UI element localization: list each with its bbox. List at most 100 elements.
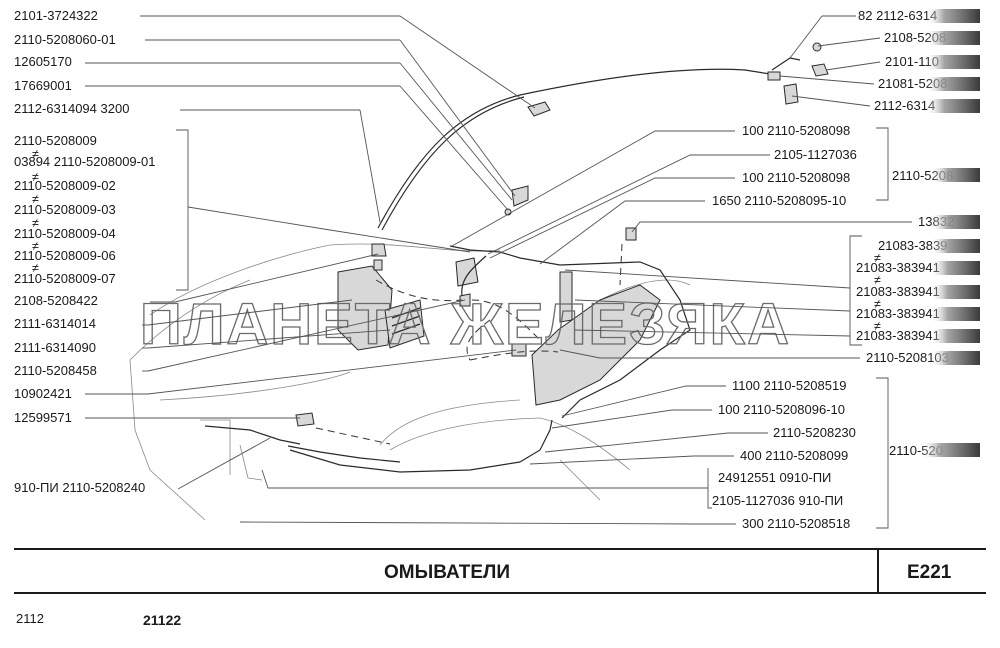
left-label-12: 2108-5208422 bbox=[14, 293, 98, 308]
bottom-hose-mid bbox=[287, 445, 401, 463]
far-right-bracket bbox=[849, 235, 862, 346]
interchange-mark: ≠ bbox=[32, 170, 39, 184]
bottom-right-label-0: 1100 2110-5208519 bbox=[732, 378, 846, 393]
far-right-callouts: 1383221083-383921083-38394121083-3839412… bbox=[559, 214, 980, 365]
roof-hose bbox=[377, 68, 771, 229]
mid-right-leader-3 bbox=[539, 200, 705, 265]
bottom-right-label-1: 100 2110-5208096-10 bbox=[718, 402, 845, 417]
left-label-10: 2110-5208009-06 bbox=[14, 248, 116, 263]
leader-16 bbox=[147, 349, 517, 395]
bottom-right-leader-group bbox=[261, 469, 708, 489]
mid-right-bracket bbox=[876, 127, 889, 201]
leader-4 bbox=[359, 109, 381, 223]
car-body-outline bbox=[129, 243, 691, 521]
nut bbox=[811, 63, 829, 77]
crop-fade bbox=[925, 77, 980, 91]
mid-right-label-2: 100 2110-5208098 bbox=[742, 170, 850, 185]
interchange-mark: ≠ bbox=[32, 192, 39, 206]
crop-fade bbox=[930, 215, 980, 229]
top-right-callouts: 82 2112-63142108-52082101-11021081-52082… bbox=[779, 8, 980, 113]
left-label-8: 2110-5208009-03 bbox=[14, 202, 116, 217]
rear-nozzle bbox=[527, 101, 551, 117]
headlamp-nozzle bbox=[295, 412, 315, 427]
leader-12 bbox=[174, 253, 379, 303]
interchange-mark: ≠ bbox=[32, 216, 39, 230]
leader-2 bbox=[399, 62, 513, 201]
far-right-leader-bottom bbox=[559, 349, 860, 359]
left-label-5: 2110-5208009 bbox=[14, 133, 97, 148]
leader-15 bbox=[147, 299, 466, 372]
crop-fade-bottom bbox=[920, 443, 980, 457]
left-label-13: 2111-6314014 bbox=[14, 316, 96, 331]
far-right-leader-1 bbox=[574, 299, 851, 312]
bottom-right-leader-6 bbox=[239, 521, 736, 525]
far-right-leader-0 bbox=[564, 269, 851, 289]
left-label-1: 2110-5208060-01 bbox=[14, 32, 116, 47]
bottom-right-label-6: 300 2110-5208518 bbox=[742, 516, 850, 531]
interchange-mark: ≠ bbox=[874, 319, 881, 333]
interchange-mark: ≠ bbox=[32, 147, 39, 161]
filler-neck bbox=[559, 271, 573, 323]
bottom-right-callouts: 1100 2110-5208519 100 2110-5208096-10 2110… bbox=[239, 378, 856, 531]
rear-washer-hose bbox=[449, 245, 691, 419]
left-label-6: 03894 2110-5208009-01 bbox=[14, 154, 155, 169]
left-label-16: 10902421 bbox=[14, 386, 72, 401]
watermark: ПЛАНЕТА ЖЕЛЕЗЯКА bbox=[140, 292, 791, 357]
top-right-label-0: 82 2112-6314 bbox=[858, 8, 937, 23]
far-right-label-6: 2110-5208103 bbox=[866, 350, 949, 365]
bottom-right-label-4: 24912551 0910-ПИ bbox=[718, 470, 831, 485]
leader-13 bbox=[147, 299, 353, 326]
crop-fade bbox=[925, 9, 980, 23]
interchange-mark: ≠ bbox=[874, 251, 881, 265]
left-label-14: 2111-6314090 bbox=[14, 340, 96, 355]
bottom-hose-left bbox=[204, 425, 301, 445]
bottom-hose-long bbox=[289, 449, 521, 473]
mid-right-leader-2 bbox=[489, 177, 735, 259]
far-right-leader-top bbox=[631, 221, 912, 233]
leader-18 bbox=[177, 437, 271, 490]
bottom-right-leader-3 bbox=[529, 455, 734, 465]
crop-fade bbox=[930, 307, 980, 321]
left-label-15: 2110-5208458 bbox=[14, 363, 97, 378]
crop-fade bbox=[930, 351, 980, 365]
footer: ОМЫВАТЕЛИ E221 2112 21122 bbox=[14, 548, 986, 628]
far-right-leader-2 bbox=[574, 329, 851, 337]
left-label-11: 2110-5208009-07 bbox=[14, 271, 116, 286]
pump-bracket bbox=[384, 299, 425, 349]
left-label-7: 2110-5208009-02 bbox=[14, 178, 116, 193]
crop-fade-mid bbox=[930, 168, 980, 182]
far-right-label-3: 21083-383941 bbox=[856, 284, 940, 299]
top-right-leader-4 bbox=[791, 95, 871, 107]
mid-right-label-0: 100 2110-5208098 bbox=[742, 123, 850, 138]
check-valve bbox=[625, 227, 637, 241]
leader-3 bbox=[399, 85, 509, 211]
mid-right-leader-0 bbox=[451, 130, 735, 247]
model-code-1: 2112 bbox=[16, 611, 44, 626]
mid-right-label-1: 2105-1127036 bbox=[774, 147, 857, 162]
bottom-right-label-5: 2105-1127036 910-ПИ bbox=[712, 493, 843, 508]
mid-right-leader-1 bbox=[487, 154, 770, 255]
bottom-right-leader-0 bbox=[561, 385, 726, 417]
crop-fade bbox=[930, 285, 980, 299]
left-label-2: 12605170 bbox=[14, 54, 72, 69]
leader-0 bbox=[399, 15, 536, 109]
crop-fade bbox=[930, 239, 980, 253]
interchange-mark: ≠ bbox=[874, 273, 881, 287]
washer-reservoir-rear bbox=[531, 284, 661, 406]
crop-fade bbox=[925, 99, 980, 113]
bottom-right-leader-2 bbox=[544, 432, 768, 453]
left-callouts: 2101-37243222110-5208060-011260517017669… bbox=[14, 8, 155, 495]
bottom-right-label-2: 2110-5208230 bbox=[773, 425, 856, 440]
leader-14 bbox=[147, 329, 391, 349]
mid-right-callouts: 100 2110-5208098 2105-1127036 100 2110-520… bbox=[451, 123, 857, 265]
left-label-3: 17669001 bbox=[14, 78, 72, 93]
far-right-label-5: 21083-383941 bbox=[856, 328, 940, 343]
left-leader-lines bbox=[85, 15, 536, 490]
model-code-2: 21122 bbox=[143, 612, 181, 628]
washer-parts bbox=[204, 42, 829, 473]
grommet bbox=[783, 83, 799, 105]
washer-pump bbox=[455, 257, 479, 287]
crop-fade bbox=[925, 31, 980, 45]
bottom-right-leader-1 bbox=[551, 409, 712, 429]
